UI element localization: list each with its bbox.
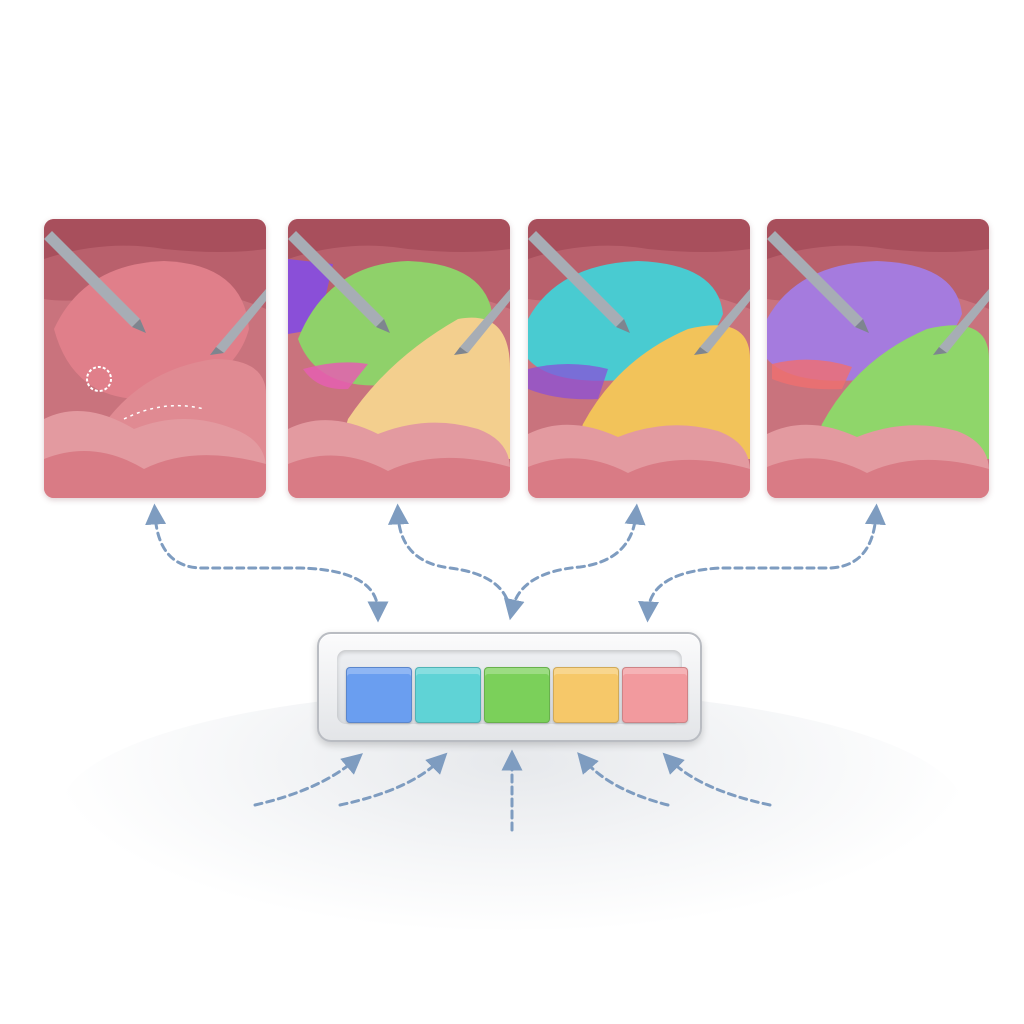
instrument-left bbox=[767, 231, 869, 333]
arrow-input-4 bbox=[577, 752, 670, 807]
swatch-blue bbox=[346, 667, 412, 723]
arrow-input-2 bbox=[338, 752, 448, 807]
swatch-green bbox=[484, 667, 550, 723]
arrow-to-frame-4 bbox=[638, 503, 886, 623]
instrument-left bbox=[528, 231, 630, 333]
arrow-to-frame-2 bbox=[387, 503, 512, 612]
swatch-pink bbox=[622, 667, 688, 723]
color-palette-bar bbox=[317, 632, 702, 742]
swatch-yellow bbox=[553, 667, 619, 723]
instrument-left bbox=[44, 231, 146, 333]
arrow-to-frame-3 bbox=[503, 503, 646, 621]
frame-segmentation-c bbox=[767, 219, 989, 498]
instrument-right bbox=[933, 289, 989, 355]
arrow-input-5 bbox=[662, 752, 772, 807]
segment-green bbox=[819, 325, 989, 459]
segment-yellow bbox=[345, 317, 510, 459]
segment-yellow bbox=[580, 325, 750, 459]
frame-segmentation-a bbox=[288, 219, 510, 498]
frame-original bbox=[44, 219, 266, 498]
instrument-right bbox=[210, 289, 266, 355]
instrument-right bbox=[694, 289, 750, 355]
swatch-cyan bbox=[415, 667, 481, 723]
instrument-left bbox=[288, 231, 390, 333]
arrow-to-frame-1 bbox=[145, 503, 389, 623]
instrument-right bbox=[454, 289, 510, 355]
arrow-input-1 bbox=[253, 753, 363, 807]
frame-segmentation-b bbox=[528, 219, 750, 498]
